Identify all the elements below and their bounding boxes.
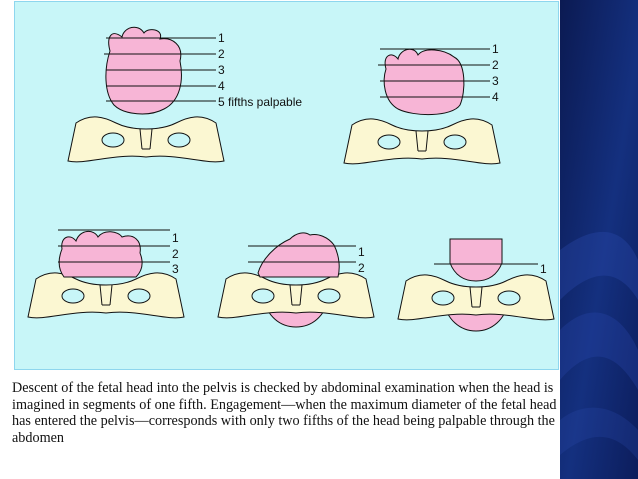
- panel-three-fifths: 1 2 3: [27, 229, 185, 319]
- fifth-label: 2: [172, 247, 179, 261]
- fifth-label: 2: [358, 261, 365, 275]
- caption-block: Descent of the fetal head into the pelvi…: [12, 376, 560, 476]
- fifth-label: 1: [358, 245, 365, 259]
- fetal-descent-diagram: 1 2 3 4 5 fifths palpable 1 2 3 4 1 2 3: [14, 1, 559, 370]
- fifth-label: 3: [172, 262, 179, 276]
- fifth-label: 1: [540, 262, 547, 276]
- panel-five-fifths: 1 2 3 4 5 fifths palpable: [67, 26, 302, 163]
- fifth-label: 1: [492, 42, 499, 56]
- sidebar-swirl: [560, 231, 638, 300]
- panel-four-fifths: 1 2 3 4: [343, 42, 501, 165]
- sidebar-swirl: [560, 407, 638, 460]
- fifth-label: 5 fifths palpable: [218, 95, 302, 109]
- panel-two-fifths: 1 2: [217, 232, 375, 328]
- fetal-head: [449, 238, 503, 282]
- fetal-head: [105, 26, 182, 115]
- fifth-label: 1: [172, 231, 179, 245]
- fifth-label: 4: [492, 90, 499, 104]
- fifth-label: 3: [492, 74, 499, 88]
- sidebar-background: [560, 0, 638, 479]
- panel-one-fifth: 1: [397, 238, 555, 332]
- fifth-label: 3: [218, 63, 225, 77]
- figure-caption: Descent of the fetal head into the pelvi…: [12, 380, 557, 446]
- fetal-head: [58, 231, 143, 278]
- sidebar-swirl: [560, 312, 638, 390]
- fifth-label: 1: [218, 31, 225, 45]
- fifth-label: 2: [492, 58, 499, 72]
- fetal-head: [383, 48, 465, 116]
- fifth-label: 4: [218, 79, 225, 93]
- fifth-label: 2: [218, 47, 225, 61]
